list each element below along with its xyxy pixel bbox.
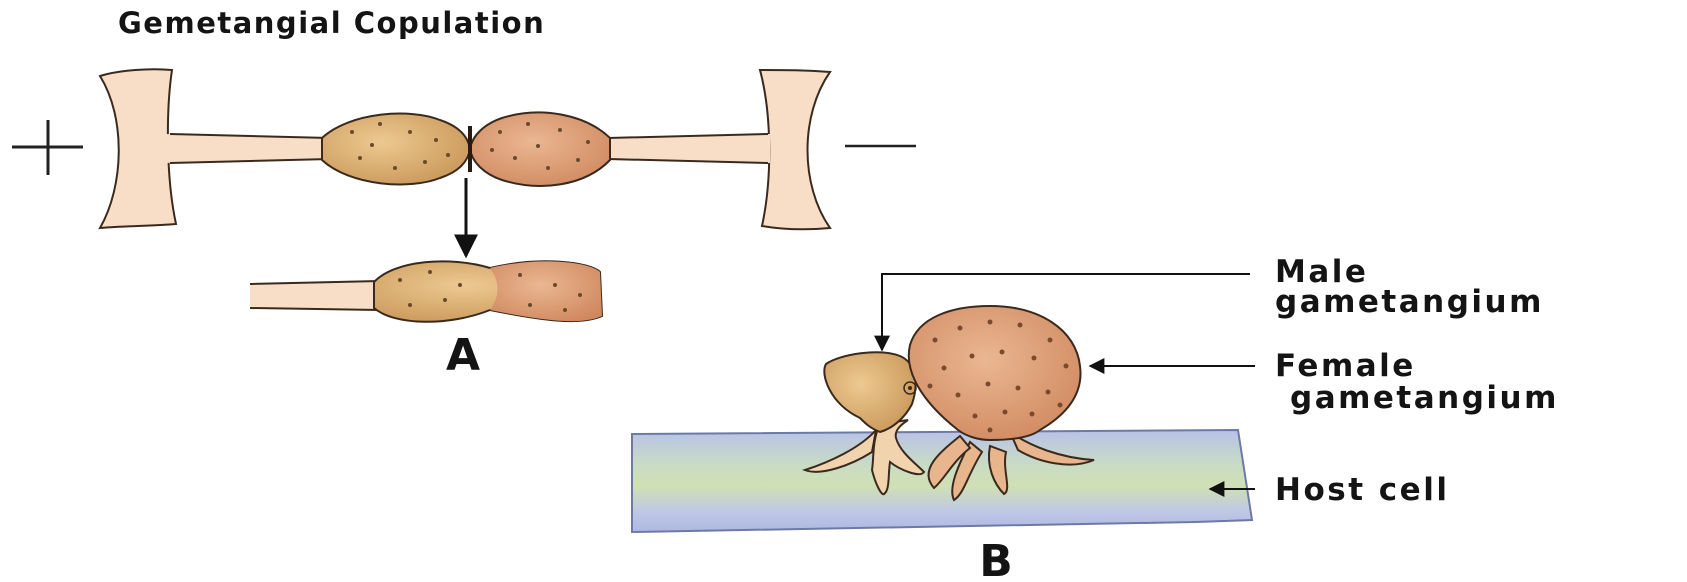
male-progametangium (322, 114, 470, 185)
plus-strain-hypha (100, 69, 330, 228)
panel-a-label: A (446, 330, 480, 381)
female-label-line2: gametangium (1290, 380, 1559, 416)
female-label-line1: Female (1275, 348, 1416, 384)
male-label-line2: gametangium (1275, 284, 1544, 320)
zygote-stage (250, 261, 602, 321)
diagram-title: Gemetangial Copulation (118, 6, 545, 40)
panel-b-label: B (979, 536, 1013, 582)
host-cell (632, 430, 1252, 532)
minus-strain-hypha (608, 70, 830, 229)
host-cell-label: Host cell (1275, 472, 1449, 508)
plus-sign (12, 120, 83, 175)
